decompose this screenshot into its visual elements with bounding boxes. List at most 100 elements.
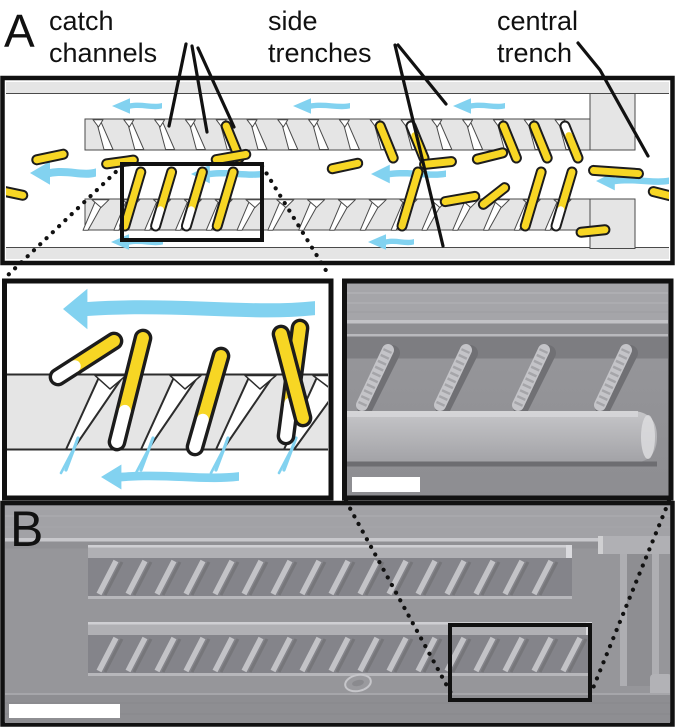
b-catch-slash — [154, 559, 177, 596]
b-slash-shadow — [422, 561, 443, 596]
b-trench-bottom-edge — [88, 673, 592, 676]
b-catch-slash — [444, 559, 467, 596]
rod-body — [196, 350, 227, 426]
catch-channel-notch — [368, 199, 387, 208]
b-slash-shadow — [480, 561, 501, 596]
leader-line — [167, 42, 188, 128]
zoom-highlight-rect-a — [120, 162, 264, 242]
sem-catch-ridge — [594, 344, 632, 411]
catch-channel-notch — [123, 119, 135, 128]
rod-body — [6, 188, 27, 199]
rod-body — [565, 132, 582, 162]
rod-body — [499, 122, 520, 162]
b-catch-slash — [502, 636, 525, 673]
b-catch-slash — [299, 559, 322, 596]
leader-line — [190, 44, 209, 134]
b-catch-slash — [502, 559, 525, 596]
catch-channel-notch — [462, 119, 474, 128]
b-catch-slash — [473, 559, 496, 596]
rod-body — [156, 168, 176, 214]
rod-white-tip — [182, 206, 195, 230]
dotted-connector — [343, 498, 455, 698]
rod-body — [212, 150, 250, 164]
water-streamline-icon — [134, 450, 149, 475]
b-slash-shadow — [364, 638, 385, 673]
b-catch-slash — [357, 559, 380, 596]
sem-side-trench-recess — [347, 336, 668, 359]
panel-a-label: A — [4, 5, 35, 57]
sem-trench-wall-bar — [347, 411, 657, 463]
zoom-connector-lines — [3, 163, 672, 698]
rod-body — [421, 158, 455, 168]
flow-arrow-icon — [101, 464, 239, 490]
catch-channel-funnel — [169, 374, 202, 390]
sem-edge-highlight — [347, 320, 668, 324]
b-slash-shadow — [190, 561, 211, 596]
b-catch-slash — [328, 636, 351, 673]
b-inlet-top-rail — [598, 536, 670, 554]
rod-body — [557, 168, 576, 214]
dotted-connector — [588, 498, 672, 696]
b-catch-slash — [183, 636, 206, 673]
catch-channel-notch — [245, 199, 264, 208]
b-catch-slash — [183, 559, 206, 596]
leader-line — [196, 46, 236, 129]
sem-bar-end-highlight — [641, 415, 655, 459]
annotation-side-trenches: side trenches — [268, 6, 372, 68]
b-slash-shadow — [277, 561, 298, 596]
panel-b-sem: B — [0, 500, 675, 727]
rod-white-tip — [52, 360, 81, 383]
catch-channel-notch — [337, 199, 356, 208]
flow-arrow-icon — [63, 288, 315, 330]
b-catch-slash — [270, 559, 293, 596]
catch-channel-notch — [154, 119, 166, 128]
catch-channel-notch — [246, 119, 258, 128]
b-catch-slash — [96, 559, 119, 596]
b-slash-shadow — [248, 561, 269, 596]
b-catch-slash — [212, 559, 235, 596]
scale-bar-inset — [352, 477, 420, 492]
catch-channel-notch — [92, 119, 104, 128]
b-catch-slash — [125, 636, 148, 673]
b-catch-slash — [415, 636, 438, 673]
zoom-inset-schematic — [2, 278, 334, 501]
b-catch-slash — [212, 636, 235, 673]
sem-bar-top-highlight — [347, 411, 638, 417]
b-catch-slash — [531, 559, 554, 596]
top-wall — [6, 82, 669, 94]
b-trench-bottom-edge — [88, 596, 572, 599]
sem-bar-bottom-shadow — [347, 461, 657, 467]
b-slash-shadow — [306, 561, 327, 596]
sem-catch-ridge — [434, 344, 472, 411]
b-slash-shadow — [335, 638, 356, 673]
b-slash-shadow — [219, 638, 240, 673]
panel-b-label: B — [10, 501, 43, 557]
panel-a-schematic — [0, 75, 675, 266]
rod-white-tip — [189, 413, 209, 453]
b-slash-shadow — [190, 638, 211, 673]
sem-catch-ridge — [512, 344, 550, 411]
b-slash-shadow — [509, 561, 530, 596]
b-slash-shadow — [451, 561, 472, 596]
rod-white-tip — [552, 206, 565, 230]
b-catch-slash — [270, 636, 293, 673]
zoom-inset-sem — [342, 278, 674, 501]
rod-white-tip — [280, 397, 297, 442]
dotted-connector — [3, 163, 125, 280]
b-slash-shadow — [335, 561, 356, 596]
b-catch-slash — [386, 636, 409, 673]
catch-channel-funnel — [312, 374, 328, 388]
sem-step-shadow — [347, 323, 668, 336]
b-inlet-column — [627, 554, 652, 686]
rod-body — [398, 168, 422, 230]
catch-channel-notch — [338, 119, 350, 128]
rod-white-tip — [111, 404, 131, 448]
annotation-catch-channels: catch channels — [49, 6, 157, 68]
catch-channel-notch — [491, 199, 510, 208]
label-leader-lines — [167, 41, 650, 248]
b-catch-slash — [299, 636, 322, 673]
b-catch-slash — [415, 559, 438, 596]
rod-body — [187, 168, 206, 214]
b-slash-shadow — [103, 638, 124, 673]
b-slash-shadow — [480, 638, 501, 673]
